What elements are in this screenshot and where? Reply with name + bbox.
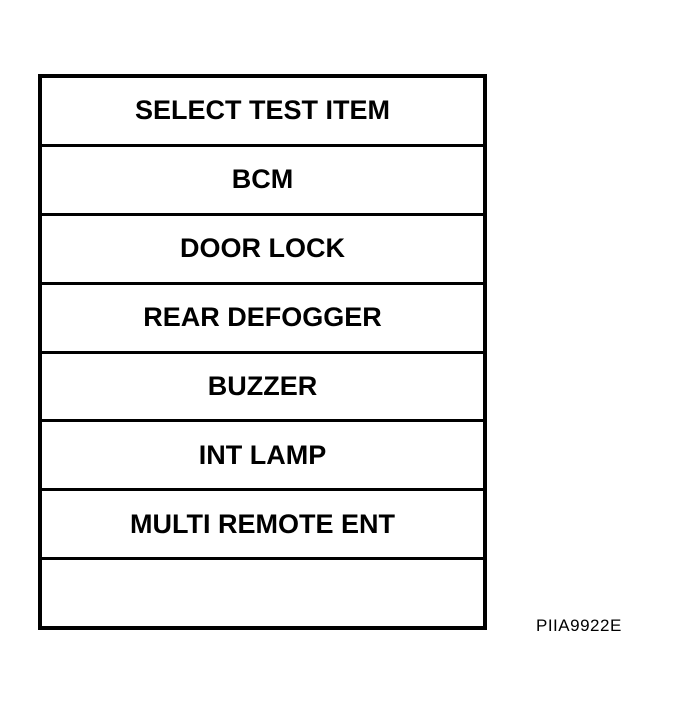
menu-item-bcm[interactable]: BCM <box>42 143 483 213</box>
menu-item-multi-remote-ent[interactable]: MULTI REMOTE ENT <box>42 488 483 558</box>
menu-header-select-test-item: SELECT TEST ITEM <box>42 78 483 144</box>
figure-id-label: PIIA9922E <box>536 616 622 635</box>
menu-item-buzzer[interactable]: BUZZER <box>42 350 483 420</box>
select-test-item-menu: SELECT TEST ITEM BCM DOOR LOCK REAR DEFO… <box>38 74 487 630</box>
menu-item-empty-slot <box>42 557 483 626</box>
menu-item-rear-defogger[interactable]: REAR DEFOGGER <box>42 281 483 351</box>
menu-item-int-lamp[interactable]: INT LAMP <box>42 419 483 489</box>
menu-item-door-lock[interactable]: DOOR LOCK <box>42 212 483 282</box>
